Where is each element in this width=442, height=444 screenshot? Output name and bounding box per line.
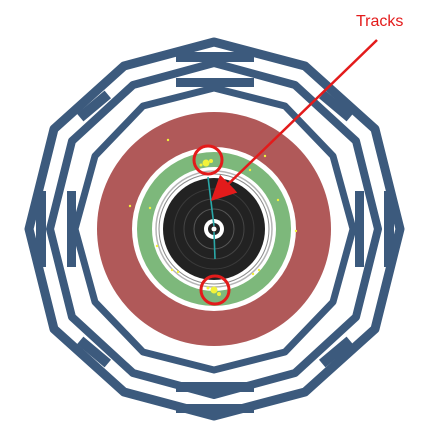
muon-ring-outer [24, 37, 405, 421]
circle-icon [199, 274, 231, 306]
muon-chambers [36, 52, 394, 413]
deposit-6 [294, 229, 298, 233]
deposit-2 [155, 244, 159, 248]
deposit-lower-2 [217, 292, 221, 296]
annotation-label: Tracks [356, 13, 404, 30]
muon-chamber-left [36, 191, 46, 267]
particle-tracks [207, 176, 216, 260]
muon-ring-inner [71, 84, 357, 374]
deposit-9 [263, 154, 267, 158]
deposit-lower-main [210, 286, 218, 294]
muon-chamber-top [176, 52, 254, 62]
deposit-1 [148, 206, 152, 210]
deposit-7 [128, 204, 132, 208]
deposit-upper-3 [199, 163, 203, 167]
deposit-3 [170, 268, 174, 272]
track-lower [213, 231, 216, 260]
deposit-8 [166, 138, 170, 142]
deposit-5 [276, 198, 280, 202]
interaction-point [211, 226, 217, 232]
energy-deposits [128, 138, 298, 296]
muon-system [24, 37, 405, 421]
muon-chamber-top-right [318, 90, 354, 122]
muon-chamber-top-inner [176, 78, 254, 87]
track-upper [207, 176, 215, 227]
muon-chamber-top-left [76, 90, 112, 122]
deposit-upper-main [202, 159, 210, 167]
muon-chamber-bottom-inner [176, 404, 254, 413]
deposit-12 [248, 168, 252, 172]
muon-ring-middle [46, 59, 382, 399]
muon-chamber-right [384, 191, 394, 267]
highlight-markers [192, 144, 231, 306]
muon-chamber-bottom-left [76, 336, 112, 368]
deposit-4 [257, 268, 261, 272]
muon-chamber-bottom-right [318, 336, 354, 368]
deposit-upper-2 [209, 159, 213, 163]
arrow-icon [210, 39, 378, 201]
muon-chamber-left-inner [67, 191, 76, 267]
deposit-lower-3 [206, 286, 210, 290]
deposit-10 [251, 272, 255, 276]
deposit-11 [176, 270, 180, 274]
circle-icon [192, 144, 224, 176]
muon-chamber-right-inner [355, 191, 364, 267]
muon-chamber-bottom [176, 382, 254, 392]
